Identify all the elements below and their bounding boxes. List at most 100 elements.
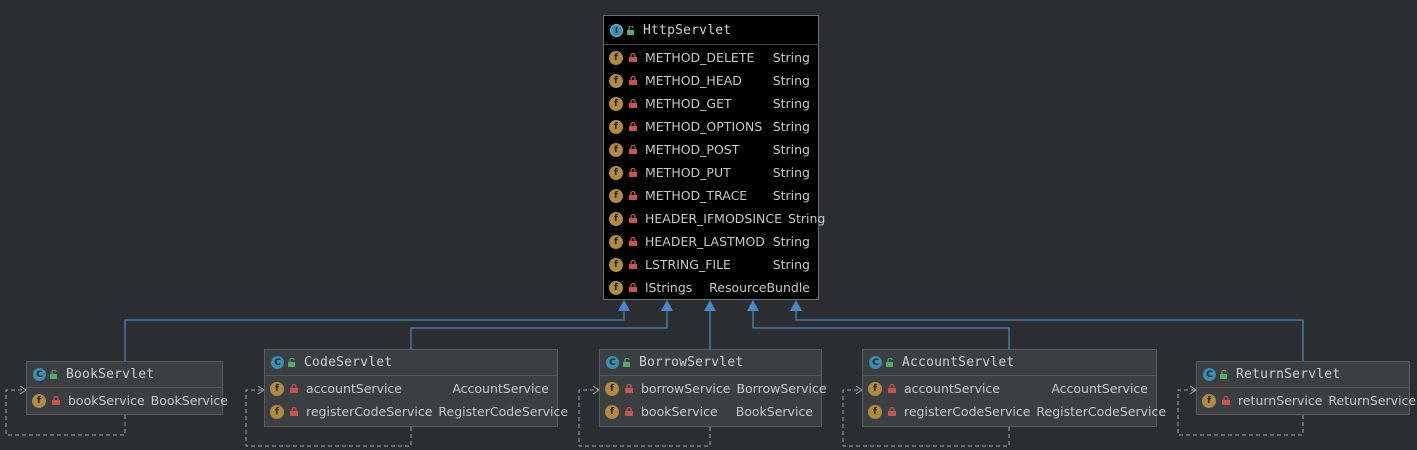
field-name: borrowService (641, 381, 731, 396)
field-name: bookService (641, 404, 718, 419)
private-lock-icon (629, 168, 637, 177)
private-lock-icon (629, 214, 637, 223)
field-row[interactable]: f METHOD_POST String (604, 138, 818, 161)
field-row[interactable]: f bookService BookService (27, 389, 228, 412)
field-type: String (788, 211, 826, 226)
field-icon: f (270, 404, 284, 419)
public-unlock-icon (623, 358, 630, 367)
private-lock-icon (629, 53, 637, 62)
field-icon: f (605, 404, 619, 419)
field-name: METHOD_PUT (645, 165, 731, 180)
abstract-class-icon: I (610, 23, 623, 37)
field-name: METHOD_POST (645, 142, 740, 157)
field-list: f borrowService BorrowService f bookService B… (600, 376, 827, 423)
field-type: BookService (735, 404, 813, 419)
private-lock-icon (629, 99, 637, 108)
class-name: BookServlet (66, 367, 155, 382)
private-lock-icon (625, 384, 633, 393)
field-row[interactable]: f accountService AccountService (863, 377, 1156, 400)
field-name: accountService (904, 381, 1000, 396)
public-unlock-icon (1220, 370, 1227, 379)
field-name: returnService (1238, 393, 1323, 408)
private-lock-icon (290, 384, 298, 393)
field-name: registerCodeService (904, 404, 1031, 419)
private-lock-icon (629, 237, 637, 246)
edge-accountservlet-to-httpservlet (752, 301, 1010, 349)
inheritance-arrowhead (790, 300, 802, 311)
class-name: CodeServlet (304, 355, 393, 370)
field-name: METHOD_OPTIONS (645, 119, 763, 134)
field-type: ResourceBundle (709, 280, 810, 295)
field-icon: f (609, 142, 623, 157)
field-name: METHOD_TRACE (645, 188, 748, 203)
field-type: String (772, 188, 810, 203)
field-name: bookService (68, 393, 145, 408)
private-lock-icon (888, 407, 896, 416)
private-lock-icon (629, 122, 637, 131)
private-lock-icon (1222, 396, 1230, 405)
field-row[interactable]: f bookService BookService (600, 400, 821, 423)
public-unlock-icon (288, 358, 295, 367)
private-lock-icon (629, 76, 637, 85)
field-type: BookService (150, 393, 228, 408)
field-type: RegisterCodeService (1036, 404, 1167, 419)
field-type: AccountService (1051, 381, 1148, 396)
private-lock-icon (52, 396, 60, 405)
field-name: LSTRING_FILE (645, 257, 731, 272)
field-icon: f (609, 119, 623, 134)
field-row[interactable]: f METHOD_TRACE String (604, 184, 818, 207)
field-name: accountService (306, 381, 402, 396)
field-type: String (772, 165, 810, 180)
field-type: String (772, 96, 810, 111)
field-icon: f (270, 381, 284, 396)
field-icon: f (609, 211, 623, 226)
field-type: BorrowService (736, 381, 827, 396)
field-name: HEADER_LASTMOD (645, 234, 765, 249)
private-lock-icon (629, 191, 637, 200)
class-icon: C (869, 356, 882, 369)
field-type: AccountService (452, 381, 549, 396)
field-type: String (772, 142, 810, 157)
inheritance-arrowhead (747, 300, 759, 311)
class-name: BorrowServlet (639, 355, 744, 370)
class-icon: C (1203, 368, 1216, 381)
class-name: ReturnServlet (1236, 367, 1341, 382)
field-type: String (772, 257, 810, 272)
class-header: C ReturnServlet (1197, 362, 1409, 388)
class-header: I HttpServlet (604, 16, 818, 45)
class-name: AccountServlet (902, 355, 1015, 370)
field-row[interactable]: f accountService AccountService (265, 377, 557, 400)
field-icon: f (609, 188, 623, 203)
field-icon: f (609, 73, 623, 88)
field-icon: f (609, 96, 623, 111)
field-name: METHOD_DELETE (645, 50, 755, 65)
field-icon: f (868, 381, 882, 396)
edge-codeservlet-to-httpservlet (410, 301, 668, 349)
class-node-accountservlet[interactable]: C AccountServlet f accountService AccountSer… (862, 349, 1166, 427)
field-type: String (772, 234, 810, 249)
private-lock-icon (290, 407, 298, 416)
field-icon: f (32, 393, 46, 408)
